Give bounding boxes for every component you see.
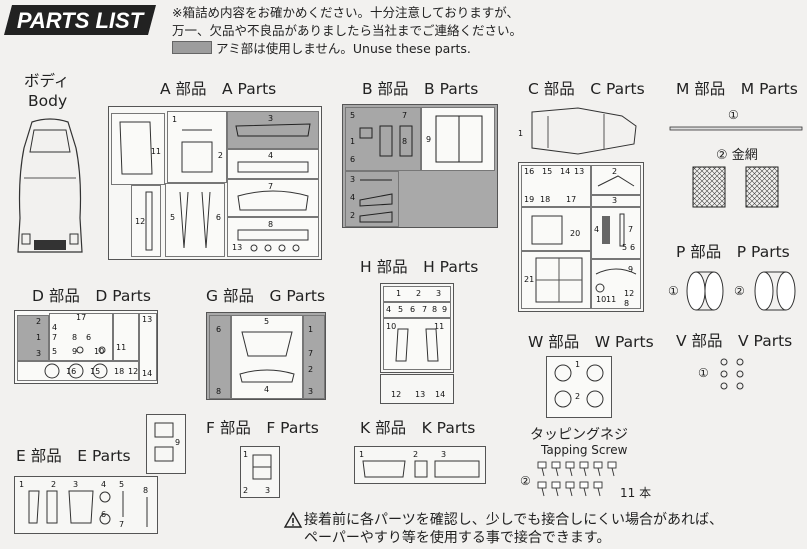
p-item-1-label: ① [668, 284, 679, 298]
screw-count: 11 本 [620, 486, 652, 500]
a-part-12: 12 [131, 185, 161, 257]
a-parts-label: A 部品 A Parts [160, 80, 277, 98]
warning-icon [283, 511, 303, 528]
p-parts-label: P 部品 P Parts [676, 243, 790, 261]
a-part-7: 7 [227, 179, 319, 217]
unused-swatch [172, 41, 212, 54]
svg-text:PARTS LIST: PARTS LIST [17, 8, 145, 33]
k-parts-label: K 部品 K Parts [360, 419, 476, 437]
g-parts-label: G 部品 G Parts [206, 287, 326, 305]
a-part-3: 3 [227, 111, 319, 149]
note-line-3: アミ部は使用しません。Unuse these parts. [172, 40, 471, 58]
d-parts-label: D 部品 D Parts [32, 287, 151, 305]
m-part-1-rod [669, 126, 803, 131]
h-parts-label: H 部品 H Parts [360, 258, 479, 276]
svg-text:1: 1 [518, 129, 523, 138]
v-parts-label: V 部品 V Parts [676, 332, 793, 350]
m-parts-label: M 部品 M Parts [676, 80, 798, 98]
m-part-2-mesh [692, 166, 779, 208]
m-item-2-label: ② 金網 [716, 148, 758, 163]
c-part-2: 2 [591, 165, 641, 195]
screw-item-label: ② [520, 474, 531, 488]
p-part-1-tire [686, 271, 724, 311]
c-parts-label: C 部品 C Parts [528, 80, 645, 98]
f-parts-label: F 部品 F Parts [206, 419, 319, 437]
body-label-en: Body [28, 92, 68, 110]
a-part-4: 4 [227, 149, 319, 179]
screw-label-jp: タッピングネジ [530, 427, 628, 443]
c-part-20: 20 [521, 207, 591, 251]
b-parts-label: B 部品 B Parts [362, 80, 479, 98]
p-part-2-tire [754, 271, 796, 311]
w-parts-label: W 部品 W Parts [528, 333, 654, 351]
c-part-1-chassis: 1 [518, 107, 637, 155]
a-part-11: 11 [111, 113, 165, 185]
v-part-1-lenses [720, 358, 744, 390]
e-parts-sheet-small: 9 [146, 414, 186, 474]
c-part-3: 3 [591, 195, 641, 207]
parts-list-logo: PARTS LIST [4, 5, 156, 35]
note-line-3-text: アミ部は使用しません。Unuse these parts. [216, 41, 471, 56]
body-label-jp: ボディ [24, 72, 70, 90]
note-line-1: ※箱詰め内容をお確かめください。十分注意しておりますが、 [172, 5, 519, 20]
note-line-2: 万一、欠品や不良品がありましたら当社までご連絡ください。 [172, 23, 523, 38]
b-part-9: 9 [421, 107, 495, 171]
m-item-1-label: ① [728, 108, 739, 122]
screw-label-en: Tapping Screw [541, 443, 628, 457]
warning-line-2: ペーパーやすり等を使用する事で接合できます。 [304, 530, 611, 546]
screw-illustration [537, 461, 617, 497]
e-parts-label: E 部品 E Parts [16, 447, 131, 465]
p-item-2-label: ② [734, 284, 745, 298]
warning-line-1: 接着前に各パーツを確認し、少しでも接合しにくい場合があれば、 [304, 512, 724, 528]
d-part-11: 11 [113, 313, 139, 361]
v-item-1-label: ① [698, 366, 709, 380]
c-part-21: 21 [521, 251, 591, 309]
body-illustration [17, 118, 83, 253]
